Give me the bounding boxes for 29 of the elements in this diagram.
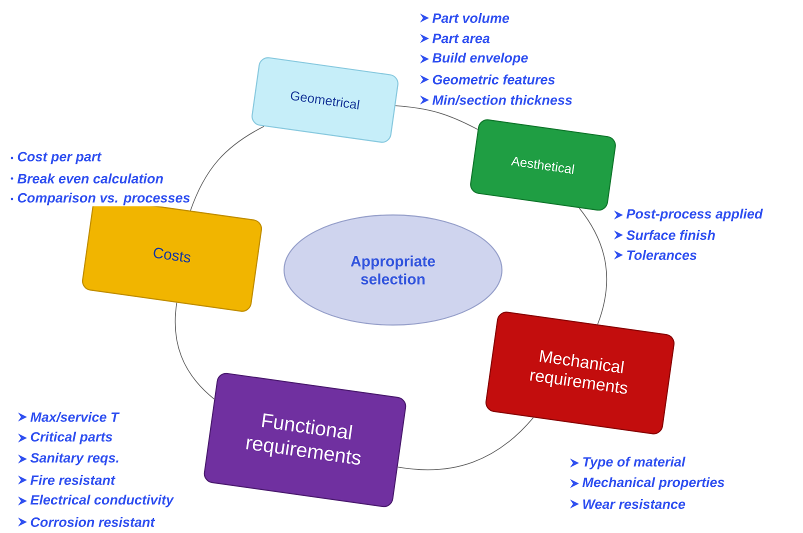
ring-connector bbox=[395, 105, 478, 130]
category-box: Functional requirements bbox=[204, 372, 406, 508]
list-item: Electrical conductivity bbox=[18, 494, 174, 508]
list-item: Surface finish bbox=[614, 229, 716, 241]
category-box: Aesthetical bbox=[470, 119, 616, 211]
list-item: Wear resistance bbox=[570, 498, 687, 510]
list-item: Build envelope bbox=[420, 52, 530, 66]
list-item: Sanitary reqs. bbox=[18, 452, 120, 466]
list-item: Min/section thickness bbox=[420, 94, 574, 106]
list-item: Critical parts bbox=[18, 430, 114, 446]
category-box: Mechanical requirements bbox=[485, 312, 675, 434]
ring-connector bbox=[397, 417, 534, 470]
list-item: Tolerances bbox=[614, 249, 698, 261]
list-item: Comparison vs. processes bbox=[10, 192, 192, 206]
ring-connector bbox=[578, 208, 608, 325]
list-item: Fire resistant bbox=[18, 474, 116, 486]
ring-connector bbox=[174, 302, 215, 400]
category-box: Geometrical bbox=[252, 57, 398, 143]
list-item: Part volume bbox=[420, 12, 510, 24]
list-item: Geometric features bbox=[420, 74, 556, 86]
list-item: Break even calculation bbox=[10, 172, 165, 184]
list-item: Mechanical properties bbox=[570, 476, 726, 491]
list-item: Part area bbox=[420, 32, 491, 44]
list-item: Cost per part bbox=[10, 150, 102, 166]
list-item: Max/service T bbox=[18, 410, 120, 424]
list-item: Corrosion resistant bbox=[18, 516, 156, 528]
ring-connector bbox=[190, 126, 264, 211]
list-item: Post-process applied bbox=[614, 208, 764, 222]
list-item: Type of material bbox=[570, 456, 686, 470]
